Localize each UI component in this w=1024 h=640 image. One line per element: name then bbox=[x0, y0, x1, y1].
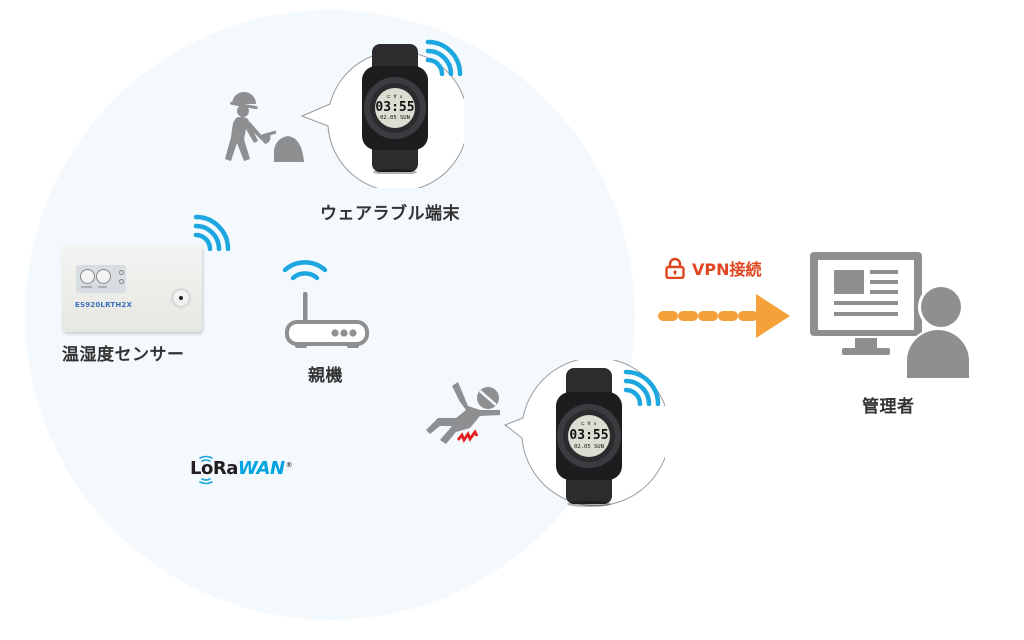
sensor-button-panel: POWER MODE bbox=[76, 265, 126, 293]
temperature-humidity-sensor: POWER MODE ES920LRTH2X bbox=[62, 245, 202, 332]
sensor-led bbox=[119, 270, 124, 275]
watch-date: 02.05 SUN bbox=[574, 444, 604, 450]
wearable-label: ウェアラブル端末 bbox=[320, 204, 460, 224]
lorawan-logo: LoRa WAN ® bbox=[190, 458, 293, 479]
sensor-led bbox=[119, 279, 124, 284]
watch-date: 02.05 SUN bbox=[380, 115, 410, 121]
vpn-label-text: VPN接続 bbox=[692, 260, 762, 279]
wireless-signal-icon bbox=[424, 38, 464, 76]
logo-registered: ® bbox=[285, 461, 293, 469]
wireless-signal-icon bbox=[192, 213, 232, 251]
sensor-mode-button bbox=[96, 269, 111, 284]
dashed-arrow-icon bbox=[656, 292, 792, 342]
lorawan-signal-icon bbox=[199, 454, 213, 486]
vpn-connection-label: VPN接続 bbox=[664, 256, 762, 280]
worker-digging-icon bbox=[218, 86, 308, 166]
logo-wan: WAN bbox=[237, 458, 285, 479]
svg-text:⊏ ∀ ⋏: ⊏ ∀ ⋏ bbox=[387, 94, 403, 100]
sensor-label: 温湿度センサー bbox=[62, 345, 185, 365]
sensor-power-button bbox=[80, 269, 95, 284]
sensor-vent bbox=[172, 289, 190, 307]
admin-label: 管理者 bbox=[862, 397, 915, 417]
logo-lora: LoRa bbox=[190, 458, 238, 479]
wireless-signal-icon bbox=[622, 368, 662, 406]
gateway-label: 親機 bbox=[308, 366, 343, 386]
router-icon bbox=[282, 250, 372, 350]
power-label: POWER bbox=[81, 285, 93, 289]
smartwatch-icon: ⊏ ∀ ⋏ 03:55 02.05 SUN bbox=[552, 368, 626, 508]
sensor-model: ES920LRTH2X bbox=[75, 301, 133, 309]
admin-monitor-icon bbox=[810, 252, 970, 382]
mode-label: MODE bbox=[98, 285, 108, 289]
watch-time: 03:55 bbox=[375, 100, 414, 115]
watch-time: 03:55 bbox=[569, 428, 608, 443]
lock-icon bbox=[665, 257, 685, 279]
smartwatch-icon: ⊏ ∀ ⋏ 03:55 02.05 SUN bbox=[358, 44, 432, 174]
worker-falling-icon bbox=[422, 378, 510, 450]
svg-text:⊏ ∀ ⋏: ⊏ ∀ ⋏ bbox=[581, 421, 597, 427]
